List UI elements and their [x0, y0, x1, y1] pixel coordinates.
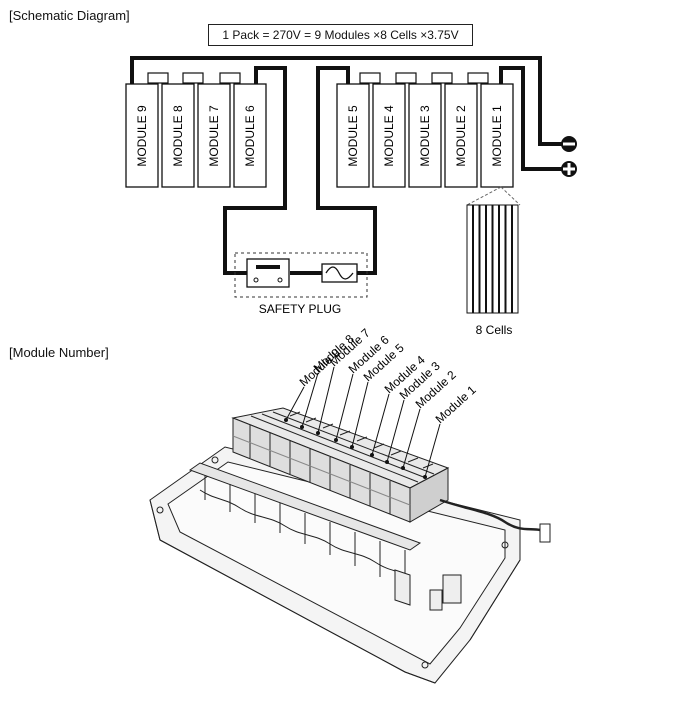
module-4-label: MODULE 4: [382, 105, 396, 167]
module-9-label: MODULE 9: [135, 105, 149, 167]
module-1-box: [480, 83, 514, 188]
module-5-box: [336, 83, 370, 188]
module-1-label: MODULE 1: [490, 105, 504, 167]
module-callout-leaders: [285, 366, 441, 478]
module-8-label: MODULE 8: [171, 105, 185, 167]
schematic-section-title: [Schematic Diagram]: [9, 8, 130, 23]
module-6-box: [233, 83, 267, 188]
safety-plug-label: SAFETY PLUG: [259, 302, 341, 316]
negative-terminal-icon: [561, 136, 577, 152]
schematic-wiring: [130, 56, 562, 275]
pack-voltage-formula: 1 Pack = 270V = 9 Modules ×8 Cells ×3.75…: [208, 24, 473, 46]
safety-plug: SAFETY PLUG: [234, 252, 368, 316]
left-module-group: MODULE 9 MODULE 8 MODULE 7 MODULE 6: [125, 83, 267, 188]
module-9-box: [125, 83, 159, 188]
module-3-box: [408, 83, 442, 188]
module-callouts: Module 9 Module 8 Module 7 Module 6 Modu…: [297, 326, 479, 427]
module-3-label: MODULE 3: [418, 105, 432, 167]
module-7-box: [197, 83, 231, 188]
module-2-label: MODULE 2: [454, 105, 468, 167]
module-2-box: [444, 83, 478, 188]
module-8-box: [161, 83, 195, 188]
module-7-label: MODULE 7: [207, 105, 221, 167]
cells-label: 8 Cells: [476, 323, 513, 337]
battery-pack-illustration: [149, 407, 551, 684]
module-callout-arrows: [284, 418, 427, 479]
positive-terminal-icon: [561, 161, 577, 177]
right-module-group: MODULE 5 MODULE 4 MODULE 3 MODULE 2 MODU…: [336, 83, 514, 188]
cells-detail: 8 Cells: [466, 186, 521, 337]
module-connectors: [147, 72, 489, 84]
module-5-label: MODULE 5: [346, 105, 360, 167]
module-number-section-title: [Module Number]: [9, 345, 109, 360]
module-4-box: [372, 83, 406, 188]
plug-switch: [246, 258, 290, 288]
module-6-label: MODULE 6: [243, 105, 257, 167]
